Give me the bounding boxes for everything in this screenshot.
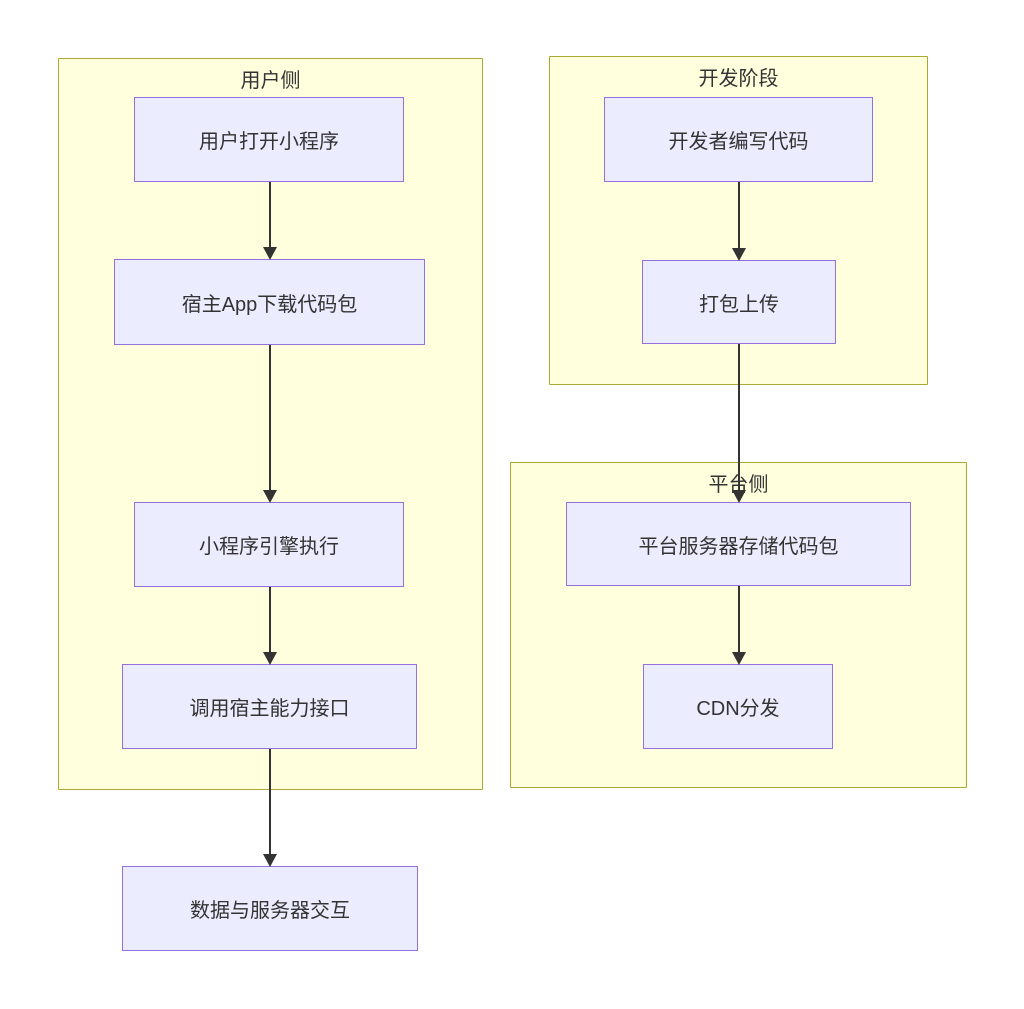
node-data-server-interaction: 数据与服务器交互 [122, 866, 418, 951]
arrowhead-down-icon [262, 490, 277, 503]
node-platform-server-stores-package: 平台服务器存储代码包 [566, 502, 911, 586]
cluster-user-side-title: 用户侧 [240, 70, 301, 92]
edge-write-code-to-package-upload [731, 182, 746, 261]
node-cdn-distribution: CDN分发 [643, 664, 833, 749]
edge-package-upload-to-platform-server [731, 344, 746, 503]
edge-line [737, 586, 740, 654]
node-package-upload: 打包上传 [642, 260, 836, 344]
edge-line [268, 749, 271, 856]
edge-platform-server-to-cdn [731, 586, 746, 665]
arrowhead-down-icon [731, 652, 746, 665]
edge-line [268, 345, 271, 492]
node-miniprogram-engine-executes: 小程序引擎执行 [134, 502, 404, 587]
node-user-opens-miniprogram: 用户打开小程序 [134, 97, 404, 182]
arrowhead-down-icon [262, 652, 277, 665]
edge-line [737, 182, 740, 250]
edge-capability-api-to-data-server [262, 749, 277, 867]
node-call-host-capability-api: 调用宿主能力接口 [122, 664, 417, 749]
edge-line [268, 587, 271, 654]
edge-user-opens-to-host-download [262, 182, 277, 260]
node-developer-writes-code: 开发者编写代码 [604, 97, 873, 182]
arrowhead-down-icon [262, 854, 277, 867]
edge-host-download-to-engine [262, 345, 277, 503]
arrowhead-down-icon [731, 248, 746, 261]
arrowhead-down-icon [262, 247, 277, 260]
edge-line [737, 344, 740, 492]
cluster-dev-phase-title: 开发阶段 [698, 68, 779, 90]
arrowhead-down-icon [731, 490, 746, 503]
node-host-app-downloads-package: 宿主App下载代码包 [114, 259, 425, 345]
edge-line [268, 182, 271, 249]
edge-engine-to-capability-api [262, 587, 277, 665]
